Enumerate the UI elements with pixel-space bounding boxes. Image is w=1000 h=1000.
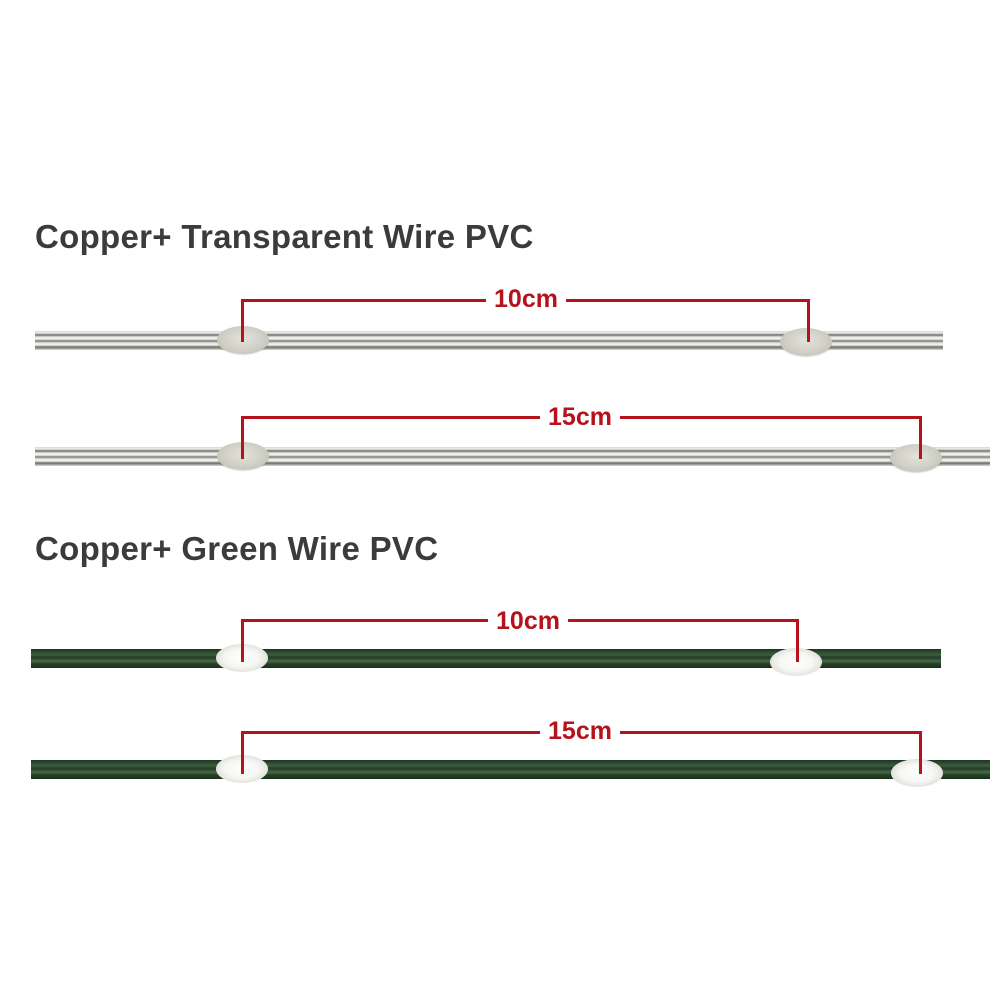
green-wire-15cm	[31, 760, 990, 779]
led-bead-right	[780, 328, 832, 356]
led-bead-right	[891, 759, 943, 787]
transparent-wire-15cm	[35, 447, 990, 466]
section-title-green: Copper+ Green Wire PVC	[35, 530, 439, 567]
dimension-label: 10cm	[486, 286, 566, 312]
section-title-transparent: Copper+ Transparent Wire PVC	[35, 218, 534, 255]
led-bead-right	[890, 444, 942, 472]
dimension-label: 15cm	[540, 718, 620, 744]
dimension-label: 15cm	[540, 404, 620, 430]
dimension-label: 10cm	[488, 608, 568, 634]
